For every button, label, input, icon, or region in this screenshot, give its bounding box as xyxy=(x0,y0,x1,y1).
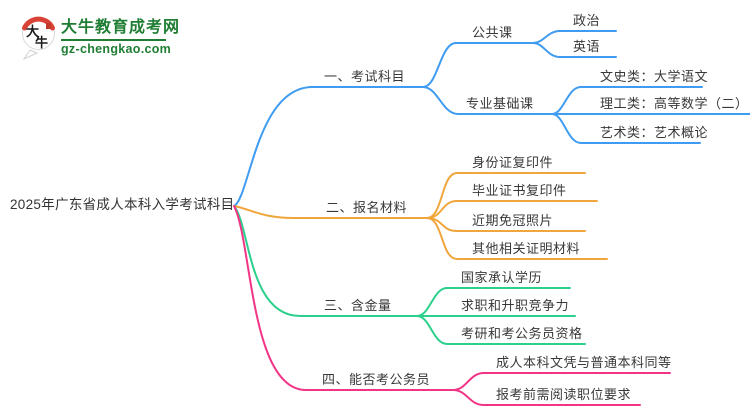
node-arts-theory: 艺术类：艺术概论 xyxy=(600,125,709,140)
node-other-materials: 其他相关证明材料 xyxy=(472,241,581,256)
site-name: 大牛教育成考网 xyxy=(61,19,181,36)
node-science-math: 理工类：高等数学（二） xyxy=(600,96,749,111)
branch3-lines xyxy=(233,205,586,345)
svg-text:大: 大 xyxy=(26,24,39,40)
logo-icon: 大 牛 xyxy=(22,16,55,60)
node-diploma-copy: 毕业证书复印件 xyxy=(472,183,567,198)
svg-text:牛: 牛 xyxy=(35,35,48,51)
branch-registration-materials: 二、报名材料 xyxy=(326,200,408,215)
branch4-lines xyxy=(233,205,671,406)
node-major-basic-courses: 专业基础课 xyxy=(466,96,534,111)
branch-exam-subjects: 一、考试科目 xyxy=(324,69,406,84)
node-career-competitiveness: 求职和升职竞争力 xyxy=(461,298,570,313)
node-postgrad-civil-eligibility: 考研和考公务员资格 xyxy=(461,326,583,341)
branch-civil-service: 四、能否考公务员 xyxy=(322,372,431,387)
node-recent-photo: 近期免冠照片 xyxy=(472,213,554,228)
central-topic: 2025年广东省成人本科入学考试科目 xyxy=(10,197,235,212)
node-public-courses: 公共课 xyxy=(472,25,513,40)
site-logo: 大 牛 大牛教育成考网 gz-chengkao.com xyxy=(20,14,180,60)
node-politics: 政治 xyxy=(573,13,601,28)
node-state-recognized: 国家承认学历 xyxy=(461,270,543,285)
node-english: 英语 xyxy=(573,39,601,54)
node-read-position-requirements: 报考前需阅读职位要求 xyxy=(496,387,632,402)
node-equivalent-diploma: 成人本科文凭与普通本科同等 xyxy=(496,355,672,370)
branch2-lines xyxy=(233,172,608,260)
node-id-copy: 身份证复印件 xyxy=(472,155,554,170)
node-liberal-arts-chinese: 文史类：大学语文 xyxy=(600,69,709,84)
logo-text: 大牛教育成考网 gz-chengkao.com xyxy=(61,14,180,56)
site-url: gz-chengkao.com xyxy=(61,42,172,56)
logo-divider xyxy=(61,39,166,41)
branch-value: 三、含金量 xyxy=(324,298,392,313)
branch1-lines xyxy=(233,30,750,207)
